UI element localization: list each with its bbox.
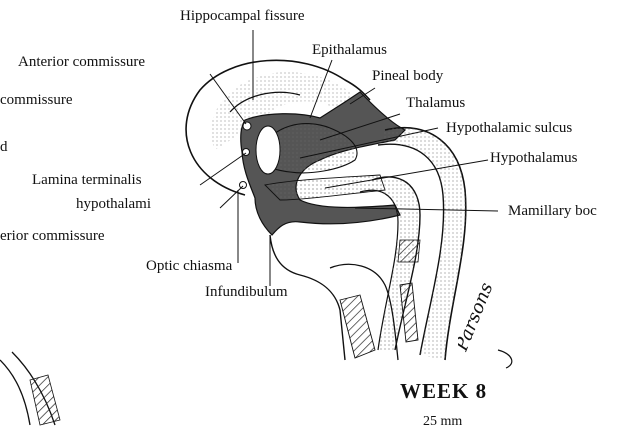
hypothalami-dot — [240, 182, 247, 189]
label-edge-d: d — [0, 139, 8, 156]
label-hypothalami: hypothalami — [76, 196, 151, 213]
label-commissure-cut: commissure — [0, 92, 73, 109]
caption-size: 25 mm — [423, 413, 462, 430]
artist-signature: Parsons — [458, 282, 528, 372]
label-epithalamus: Epithalamus — [312, 42, 387, 59]
label-anterior-commissure: Anterior commissure — [18, 54, 145, 71]
signature-text: Parsons — [458, 282, 497, 355]
label-hypothalamic-sulcus: Hypothalamic sulcus — [446, 120, 572, 137]
label-optic-chiasma: Optic chiasma — [146, 258, 232, 275]
lamina-patch — [256, 126, 280, 174]
label-hypothalamus: Hypothalamus — [490, 150, 578, 167]
label-lamina-terminalis: Lamina terminalis — [32, 172, 142, 189]
tube-hatch-a — [398, 240, 420, 262]
label-hippocampal-fissure: Hippocampal fissure — [180, 8, 305, 25]
caption-week: WEEK 8 — [400, 383, 487, 400]
label-infundibulum: Infundibulum — [205, 284, 288, 301]
anterior-commissure-dot — [243, 122, 251, 130]
label-erior-commissure-cut: erior commissure — [0, 228, 105, 245]
lower-hatch-1 — [340, 295, 375, 358]
corner-hatch — [30, 375, 60, 425]
label-mamillary-body-cut: Mamillary boc — [508, 203, 597, 220]
label-thalamus: Thalamus — [406, 95, 465, 112]
label-pineal-body: Pineal body — [372, 68, 443, 85]
lower-hatch-2 — [400, 283, 418, 342]
